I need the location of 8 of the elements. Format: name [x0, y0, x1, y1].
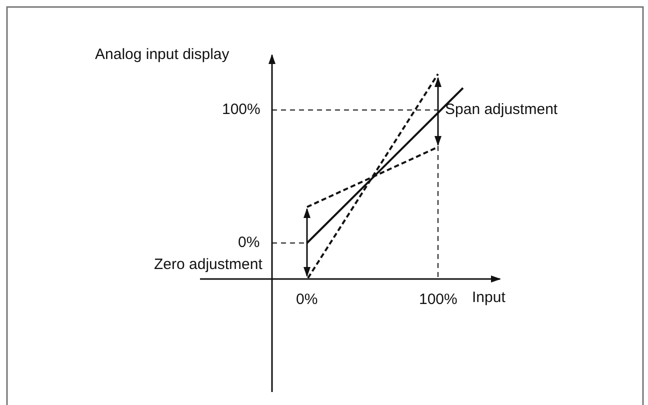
- axis-title: Input: [472, 289, 506, 307]
- annotation-text: Zero adjustment: [154, 256, 262, 274]
- tick-label: 0%: [296, 291, 318, 309]
- annotation-text: Span adjustment: [445, 101, 558, 119]
- tick-label: 100%: [222, 101, 260, 119]
- tick-label: 0%: [238, 234, 260, 252]
- tick-label: 100%: [419, 291, 458, 309]
- axis-title: Analog input display: [95, 46, 230, 64]
